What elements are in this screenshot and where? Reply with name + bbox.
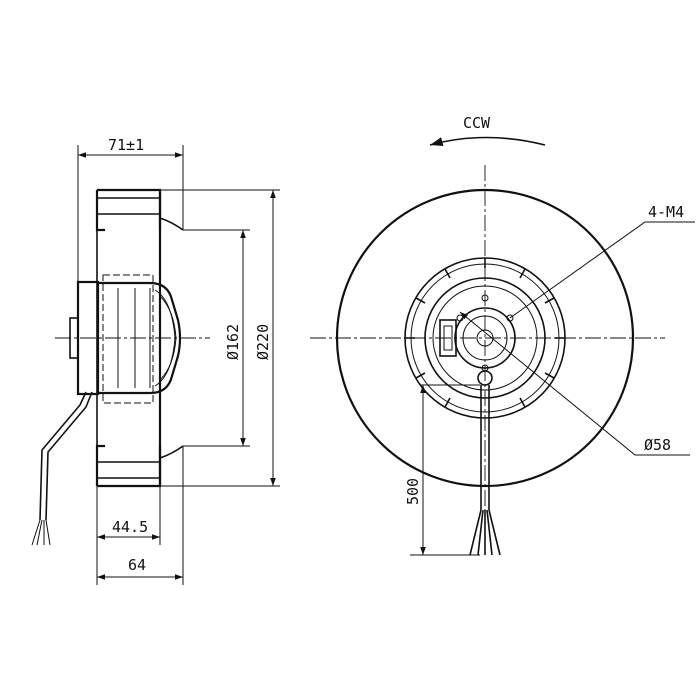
hub-diameter-label: Ø58 [644, 436, 671, 454]
motor-housing [97, 281, 182, 395]
dim-220-label: Ø220 [254, 324, 272, 360]
mount-hole-top [481, 294, 489, 302]
motor-fins-2 [159, 295, 177, 381]
shaft-cap [69, 317, 79, 359]
dim-44-label: 44.5 [112, 518, 148, 536]
bottom-blade-curve [159, 445, 184, 459]
thread-label: 4-M4 [648, 203, 684, 221]
motor-hidden-outline [102, 274, 154, 404]
motor-ring [424, 277, 546, 399]
hub-ring [454, 307, 516, 369]
mount-hole-right [506, 314, 514, 322]
dim-500-label: 500 [404, 478, 422, 505]
dim-162-label: Ø162 [224, 324, 242, 360]
dim-64-label: 64 [128, 556, 146, 574]
cable-wire-fan [469, 509, 501, 556]
blade-tabs [405, 258, 565, 408]
cable-grommet [477, 370, 493, 386]
side-view: 71±1 Ø162 Ø220 44.5 64 [31, 136, 280, 585]
motor-fins [154, 289, 176, 387]
rotation-arrow [429, 136, 546, 146]
hub-ring-inner [462, 315, 508, 361]
shaft-circle [476, 329, 494, 347]
hub-diameter-leader [459, 311, 690, 456]
top-blade-frame [95, 188, 162, 232]
connector-box [439, 319, 457, 357]
top-blade-curve [159, 217, 184, 231]
dim-71-label: 71±1 [108, 136, 144, 154]
motor-ring-inner [432, 285, 538, 391]
outer-disk [335, 188, 635, 488]
rotation-label: CCW [463, 114, 491, 132]
bottom-blade-frame [95, 444, 162, 488]
thread-leader [509, 221, 695, 319]
cable-2 [45, 391, 93, 521]
connector-inner [443, 325, 453, 351]
front-view: CCW 4-M4 Ø58 500 [310, 114, 695, 556]
cable-wire-ends [31, 519, 51, 546]
cable-1 [39, 391, 87, 521]
